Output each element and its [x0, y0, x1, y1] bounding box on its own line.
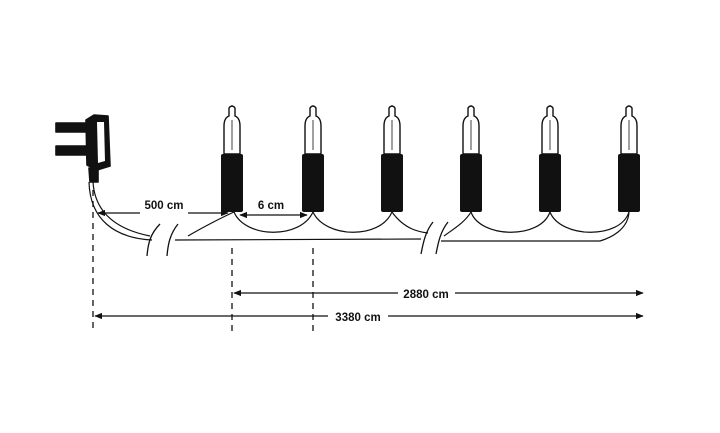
bulb-icon [381, 105, 403, 212]
bulb-icon [460, 105, 482, 212]
bulb-spacing-dimension: 6 cm [239, 200, 308, 219]
total-length-dimension: 3380 cm [94, 312, 644, 324]
reference-dashes [92, 190, 314, 332]
lit-length-label: 2880 cm [403, 289, 448, 301]
wire-break-icon [146, 221, 449, 257]
bulb-icon [539, 105, 561, 212]
bulb-spacing-label: 6 cm [258, 200, 284, 212]
lead-cable [88, 181, 153, 241]
bulb-wiring [174, 211, 630, 242]
lead-length-label: 500 cm [144, 200, 183, 212]
bulb-icon [618, 105, 640, 212]
plug-icon [55, 114, 111, 183]
bulb-icon [221, 105, 243, 212]
lead-length-dimension: 500 cm [97, 200, 229, 217]
bulb-icon [302, 105, 324, 212]
total-length-label: 3380 cm [335, 312, 380, 324]
lit-length-dimension: 2880 cm [233, 289, 644, 301]
